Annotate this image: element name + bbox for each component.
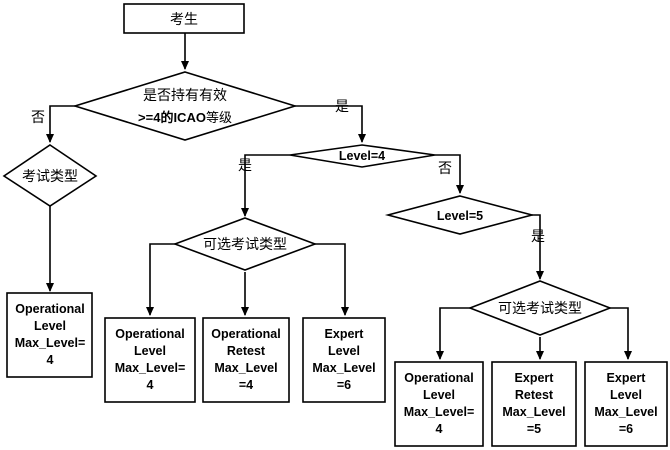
result-box-a: Operational Level Max_Level= 4 [6, 292, 93, 378]
result-box-b2-line4: =4 [239, 378, 253, 392]
result-box-c3: Expert Level Max_Level =6 [584, 361, 668, 447]
result-box-c1-line3: Max_Level= [404, 405, 475, 419]
node-type-a-text: 考试类型 [22, 169, 78, 185]
result-box-c3-line1: Expert [607, 371, 647, 385]
node-start-text: 考生 [170, 12, 198, 28]
result-box-c1-line1: Operational [404, 371, 473, 385]
result-box-b1-line4: 4 [147, 378, 154, 392]
label-no-level4: 否 [438, 161, 452, 177]
node-level5-text: Level=5 [437, 209, 483, 223]
result-box-a-line2: Level [34, 319, 66, 333]
result-box-c2-line1: Expert [515, 371, 555, 385]
edge-valid-no [46, 105, 75, 143]
node-valid-line2-suffix: 等级 [206, 110, 232, 126]
result-box-b3: Expert Level Max_Level =6 [302, 317, 386, 403]
node-type-a-decision: 考试类型 [2, 144, 98, 207]
result-box-c3-line3: Max_Level [594, 405, 657, 419]
result-box-b1: Operational Level Max_Level= 4 [104, 317, 196, 403]
result-box-a-line3: Max_Level= [15, 336, 86, 350]
result-box-b2-line1: Operational [211, 327, 280, 341]
node-valid-line2: >=4的ICAO等级 [138, 110, 232, 126]
result-box-b1-line3: Max_Level= [115, 361, 186, 375]
result-box-b1-line2: Level [134, 344, 166, 358]
node-start: 考生 [123, 3, 245, 34]
node-level4-decision: Level=4 [289, 144, 436, 168]
result-box-c2-line4: =5 [527, 422, 541, 436]
result-box-c3-line4: =6 [619, 422, 633, 436]
result-box-c2-line3: Max_Level [502, 405, 565, 419]
result-box-b3-line1: Expert [325, 327, 365, 341]
result-box-b1-line1: Operational [115, 327, 184, 341]
result-box-c3-line2: Level [610, 388, 642, 402]
node-level5-decision: Level=5 [384, 195, 536, 235]
edge-level4-no [435, 154, 464, 194]
node-valid-line2-prefix: >=4的ICAO [138, 110, 206, 125]
node-type-b-decision: 可选考试类型 [172, 217, 318, 271]
result-box-c1-line2: Level [423, 388, 455, 402]
node-type-c-decision: 可选考试类型 [467, 280, 613, 336]
edge-level5-yes [532, 214, 544, 280]
result-box-c1-line4: 4 [436, 422, 443, 436]
result-box-b2-line3: Max_Level [214, 361, 277, 375]
result-box-b3-line3: Max_Level [312, 361, 375, 375]
node-valid-icao-decision: 是否持有有效 >=4的ICAO等级 [72, 71, 298, 141]
label-yes-level5: 是 [531, 229, 545, 245]
label-yes-level4: 是 [238, 158, 252, 174]
label-yes-valid: 是 [335, 99, 349, 115]
result-box-c2-line2: Retest [515, 388, 554, 402]
result-box-c1: Operational Level Max_Level= 4 [394, 361, 484, 447]
result-box-b2: Operational Retest Max_Level =4 [202, 317, 290, 403]
edge-valid-yes [295, 105, 366, 143]
node-type-c-text: 可选考试类型 [498, 301, 582, 317]
result-box-b3-line2: Level [328, 344, 360, 358]
edge-level4-yes [241, 154, 290, 217]
node-level4-text: Level=4 [339, 149, 385, 163]
node-valid-line1: 是否持有有效 [143, 88, 227, 104]
result-box-a-line1: Operational [15, 302, 84, 316]
node-type-b-text: 可选考试类型 [203, 237, 287, 253]
result-box-a-line4: 4 [47, 353, 54, 367]
result-box-b3-line4: =6 [337, 378, 351, 392]
result-box-c2: Expert Retest Max_Level =5 [491, 361, 577, 447]
result-box-b2-line2: Retest [227, 344, 266, 358]
label-no-valid: 否 [31, 110, 45, 126]
